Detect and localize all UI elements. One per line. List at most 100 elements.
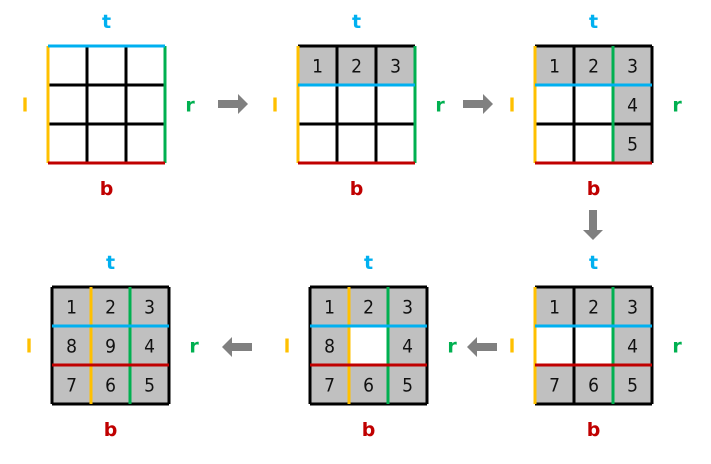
arrow-left-icon	[467, 337, 497, 357]
matrix-cell	[388, 326, 427, 365]
matrix-cell	[613, 287, 652, 326]
matrix-cell	[91, 326, 130, 365]
matrix-cell	[52, 365, 91, 404]
cell-value: 7	[66, 375, 77, 397]
matrix-cell	[130, 326, 169, 365]
matrix-cell	[48, 124, 87, 163]
arrow-left-icon	[222, 337, 252, 357]
matrix-cell	[613, 46, 652, 85]
matrix-cell	[87, 85, 126, 124]
matrix-cell	[574, 85, 613, 124]
cell-value: 2	[588, 297, 599, 319]
label-l: l	[509, 95, 516, 117]
matrix-cell	[376, 85, 415, 124]
matrix-cell	[48, 85, 87, 124]
matrix-cell	[298, 124, 337, 163]
matrix-cell	[337, 46, 376, 85]
cell-value: 6	[363, 375, 374, 397]
matrix-cell	[574, 326, 613, 365]
label-b: b	[362, 419, 376, 441]
cell-value: 1	[312, 56, 323, 78]
matrix-cell	[126, 124, 165, 163]
cell-value: 5	[144, 375, 155, 397]
label-t: t	[364, 252, 373, 274]
matrix-cell	[126, 85, 165, 124]
cell-value: 3	[402, 297, 413, 319]
label-b: b	[350, 178, 364, 200]
matrix-cell	[52, 326, 91, 365]
cell-value: 7	[324, 375, 335, 397]
cell-value: 2	[351, 56, 362, 78]
matrix-cell	[349, 365, 388, 404]
cell-value: 5	[627, 375, 638, 397]
matrix-cell	[91, 287, 130, 326]
label-b: b	[104, 419, 118, 441]
matrix-cell	[613, 365, 652, 404]
label-r: r	[185, 95, 195, 117]
matrix-cell	[349, 326, 388, 365]
label-b: b	[587, 178, 601, 200]
cell-value: 4	[627, 95, 638, 117]
matrix-cell	[91, 365, 130, 404]
cell-value: 1	[66, 297, 77, 319]
label-t: t	[589, 11, 598, 33]
cell-value: 3	[627, 297, 638, 319]
label-r: r	[672, 95, 682, 117]
matrix-cell	[87, 46, 126, 85]
matrix-cell	[130, 365, 169, 404]
label-l: l	[26, 336, 33, 358]
label-b: b	[587, 419, 601, 441]
matrix-cell	[48, 46, 87, 85]
matrix-cell	[337, 124, 376, 163]
matrix-cell	[349, 287, 388, 326]
cell-value: 4	[144, 336, 155, 358]
cell-value: 1	[324, 297, 335, 319]
label-l: l	[272, 95, 279, 117]
matrix-cell	[388, 287, 427, 326]
label-r: r	[672, 336, 682, 358]
label-t: t	[106, 252, 115, 274]
matrix-cell	[535, 46, 574, 85]
cell-value: 8	[324, 336, 335, 358]
matrix-cell	[535, 85, 574, 124]
matrix-cell	[574, 124, 613, 163]
matrix-cell	[52, 287, 91, 326]
label-t: t	[589, 252, 598, 274]
cell-value: 7	[549, 375, 560, 397]
matrix-cell	[310, 287, 349, 326]
matrix-cell	[613, 85, 652, 124]
matrix-cell	[535, 287, 574, 326]
cell-value: 6	[105, 375, 116, 397]
cell-value: 2	[588, 56, 599, 78]
matrix-cell	[574, 46, 613, 85]
label-l: l	[284, 336, 291, 358]
matrix-cell	[613, 326, 652, 365]
arrow-down-icon	[583, 210, 603, 240]
label-r: r	[447, 336, 457, 358]
cell-value: 6	[588, 375, 599, 397]
matrix-cell	[376, 124, 415, 163]
matrix-cell	[126, 46, 165, 85]
matrix-cell	[535, 124, 574, 163]
cell-value: 4	[402, 336, 413, 358]
label-r: r	[435, 95, 445, 117]
matrix-cell	[310, 365, 349, 404]
matrix-cell	[337, 85, 376, 124]
matrix-cell	[535, 326, 574, 365]
label-r: r	[189, 336, 199, 358]
cell-value: 5	[402, 375, 413, 397]
label-t: t	[102, 11, 111, 33]
matrix-cell	[298, 85, 337, 124]
cell-value: 8	[66, 336, 77, 358]
cell-value: 3	[144, 297, 155, 319]
cell-value: 1	[549, 56, 560, 78]
label-l: l	[22, 95, 29, 117]
cell-value: 4	[627, 336, 638, 358]
matrix-cell	[574, 365, 613, 404]
